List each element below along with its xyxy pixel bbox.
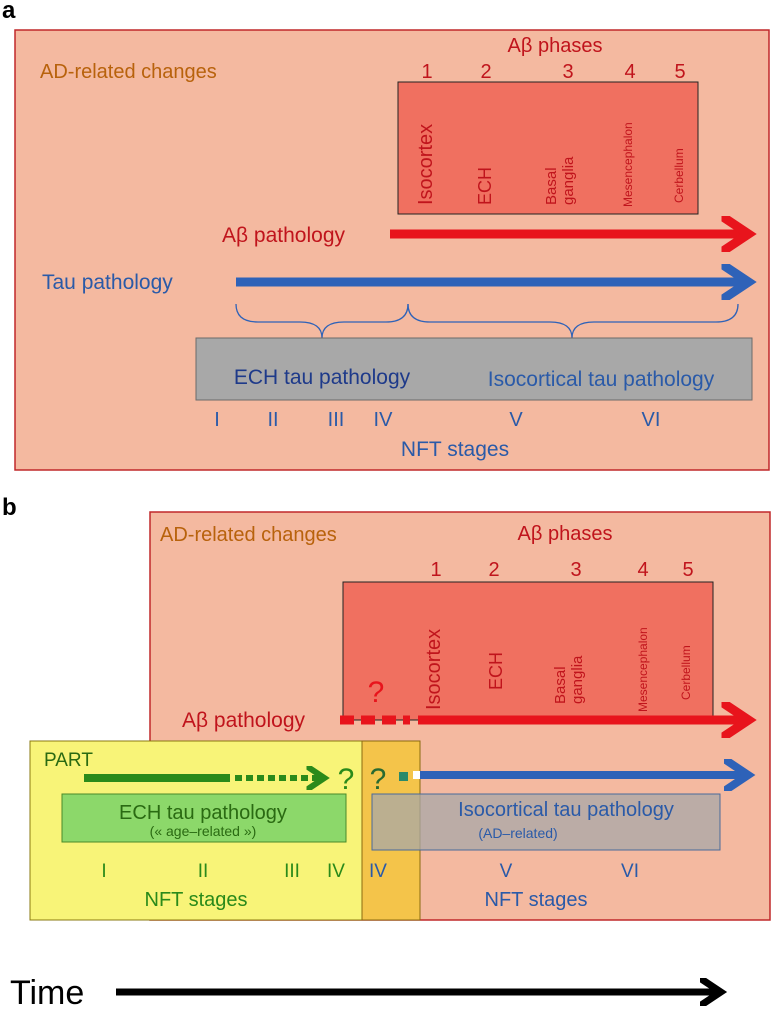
panel-a-title: AD-related changes — [40, 61, 217, 83]
panel-a-phase-2: 2 — [480, 61, 491, 83]
panel-b-phases-title: Aβ phases — [518, 523, 613, 545]
panel-a-abeta-label: Aβ pathology — [222, 224, 345, 247]
panel-b-part-label: PART — [44, 750, 93, 771]
panel-b-nft-ii: II — [198, 861, 209, 882]
panel-b-tau-dot — [399, 772, 408, 781]
panel-b-tau-question: ? — [370, 763, 387, 796]
panel-b-ech-tau-sub: (« age–related ») — [150, 823, 257, 839]
panel-a-nft-iii: III — [328, 409, 345, 431]
panel-a-phase-4: 4 — [624, 61, 635, 83]
panel-b-nft-iii: III — [284, 861, 300, 882]
panel-b-nft-label-left: NFT stages — [145, 889, 248, 911]
panel-a-region-basal: Basal — [543, 167, 560, 205]
panel-b-nft-v: V — [500, 861, 513, 882]
panel-a-nft-label: NFT stages — [401, 438, 509, 461]
panel-a-ech-tau: ECH tau pathology — [234, 366, 411, 389]
panel-b-phase-4: 4 — [637, 559, 648, 581]
panel-b-abeta-question: ? — [368, 676, 385, 709]
panel-a-phases-title: Aβ phases — [508, 35, 603, 57]
panel-b-region-basal: Basal — [552, 666, 569, 704]
panel-a-phase-1: 1 — [421, 61, 432, 83]
panel-b-nft-iv-left: IV — [327, 861, 345, 882]
panel-a-tau-label: Tau pathology — [42, 271, 173, 294]
panel-b-ech-box — [61, 793, 347, 843]
panel-a-phase-5: 5 — [674, 61, 685, 83]
panel-a-isocortical-tau: Isocortical tau pathology — [488, 368, 715, 391]
panel-a-nft-i: I — [214, 409, 220, 431]
panel-b-region-isocortex: Isocortex — [423, 629, 445, 710]
panel-a-nft-iv: IV — [374, 409, 394, 431]
panel-a-phases-box — [397, 81, 699, 215]
panel-b-nft-iv-right: IV — [369, 861, 387, 882]
panel-b-phase-2: 2 — [488, 559, 499, 581]
panel-b-region-mesencephalon: Mesencephalon — [636, 627, 650, 712]
panel-b-letter: b — [2, 494, 17, 521]
panel-b-nft-vi: VI — [621, 861, 639, 882]
panel-a-phase-3: 3 — [562, 61, 573, 83]
panel-b-region-ech: ECH — [486, 652, 506, 690]
panel-b-isocortical-tau-sub: (AD–related) — [478, 825, 557, 841]
panel-b-phase-5: 5 — [682, 559, 693, 581]
panel-b-phase-1: 1 — [430, 559, 441, 581]
panel-a-nft-v: V — [509, 409, 523, 431]
panel-a-nft-ii: II — [267, 409, 278, 431]
panel-b-title: AD-related changes — [160, 524, 337, 546]
panel-b-isocortical-box — [371, 793, 721, 851]
panel-b-phase-3: 3 — [570, 559, 581, 581]
panel-b-region-ganglia: ganglia — [569, 655, 586, 704]
panel-b-nft-i: I — [101, 861, 106, 882]
panel-b-isocortical-tau: Isocortical tau pathology — [458, 799, 674, 821]
panel-b-part-question: ? — [338, 763, 355, 796]
panel-a-region-isocortex: Isocortex — [415, 124, 437, 205]
panel-a-letter: a — [2, 0, 16, 24]
time-label: Time — [10, 974, 84, 1011]
panel-a-region-ganglia: ganglia — [560, 156, 577, 205]
panel-b-ech-tau: ECH tau pathology — [119, 802, 287, 824]
panel-a-region-cerbellum: Cerbellum — [672, 148, 686, 203]
panel-a-tau-box — [195, 337, 753, 401]
panel-b-phases-box — [342, 581, 714, 721]
panel-a-nft-vi: VI — [642, 409, 661, 431]
panel-a-region-mesencephalon: Mesencephalon — [621, 122, 635, 207]
panel-b-abeta-label: Aβ pathology — [182, 709, 305, 732]
panel-b-region-cerbellum: Cerbellum — [679, 645, 693, 700]
panel-a-region-ech: ECH — [475, 167, 495, 205]
panel-b-nft-label-right: NFT stages — [485, 889, 588, 911]
